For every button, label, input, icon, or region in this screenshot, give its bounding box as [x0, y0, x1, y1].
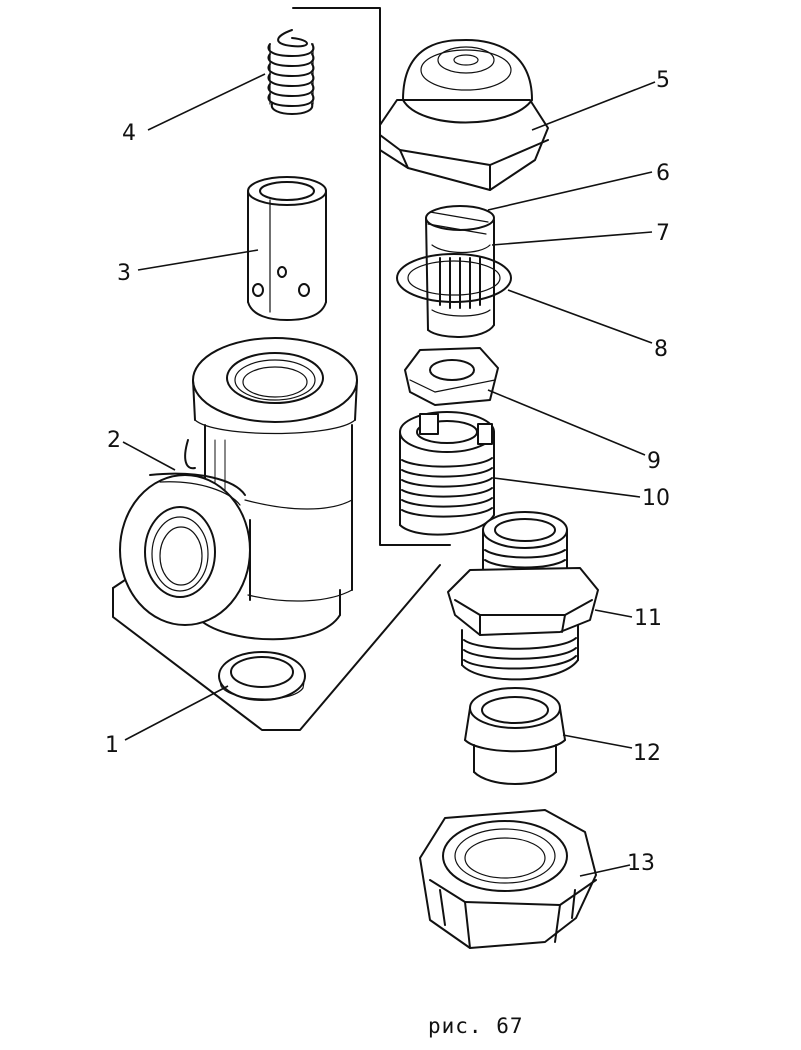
label-11: 11: [634, 606, 662, 631]
label-4: 4: [122, 121, 136, 146]
label-5: 5: [656, 68, 670, 93]
label-10: 10: [642, 486, 670, 511]
part-4-spring: [267, 29, 315, 115]
part-11-hex-nipple: [447, 511, 599, 681]
part-3-sleeve: [247, 176, 327, 321]
part-9-lock-nut: [404, 347, 499, 406]
part-10-threaded-bushing: [399, 411, 495, 536]
part-5-cap-nut: [379, 39, 549, 191]
label-7: 7: [656, 221, 670, 246]
label-8: 8: [654, 337, 668, 362]
leader-lines: [122, 73, 656, 877]
label-1: 1: [105, 733, 119, 758]
part-12-ferrule: [464, 687, 566, 785]
part-1-washer: [218, 651, 306, 701]
part-labels: 1 2 3 4 5 6 7 8 9 10 11 12 13: [105, 68, 670, 876]
part-13-union-nut: [419, 809, 597, 949]
label-12: 12: [633, 741, 661, 766]
part-2-valve-body: [119, 337, 358, 641]
label-6: 6: [656, 161, 670, 186]
label-13: 13: [627, 851, 655, 876]
figure-caption: рис. 67: [428, 1014, 524, 1038]
part-6-7-8-valve-plug: [396, 205, 512, 338]
label-9: 9: [647, 449, 661, 474]
label-3: 3: [117, 261, 131, 286]
label-2: 2: [107, 428, 121, 453]
